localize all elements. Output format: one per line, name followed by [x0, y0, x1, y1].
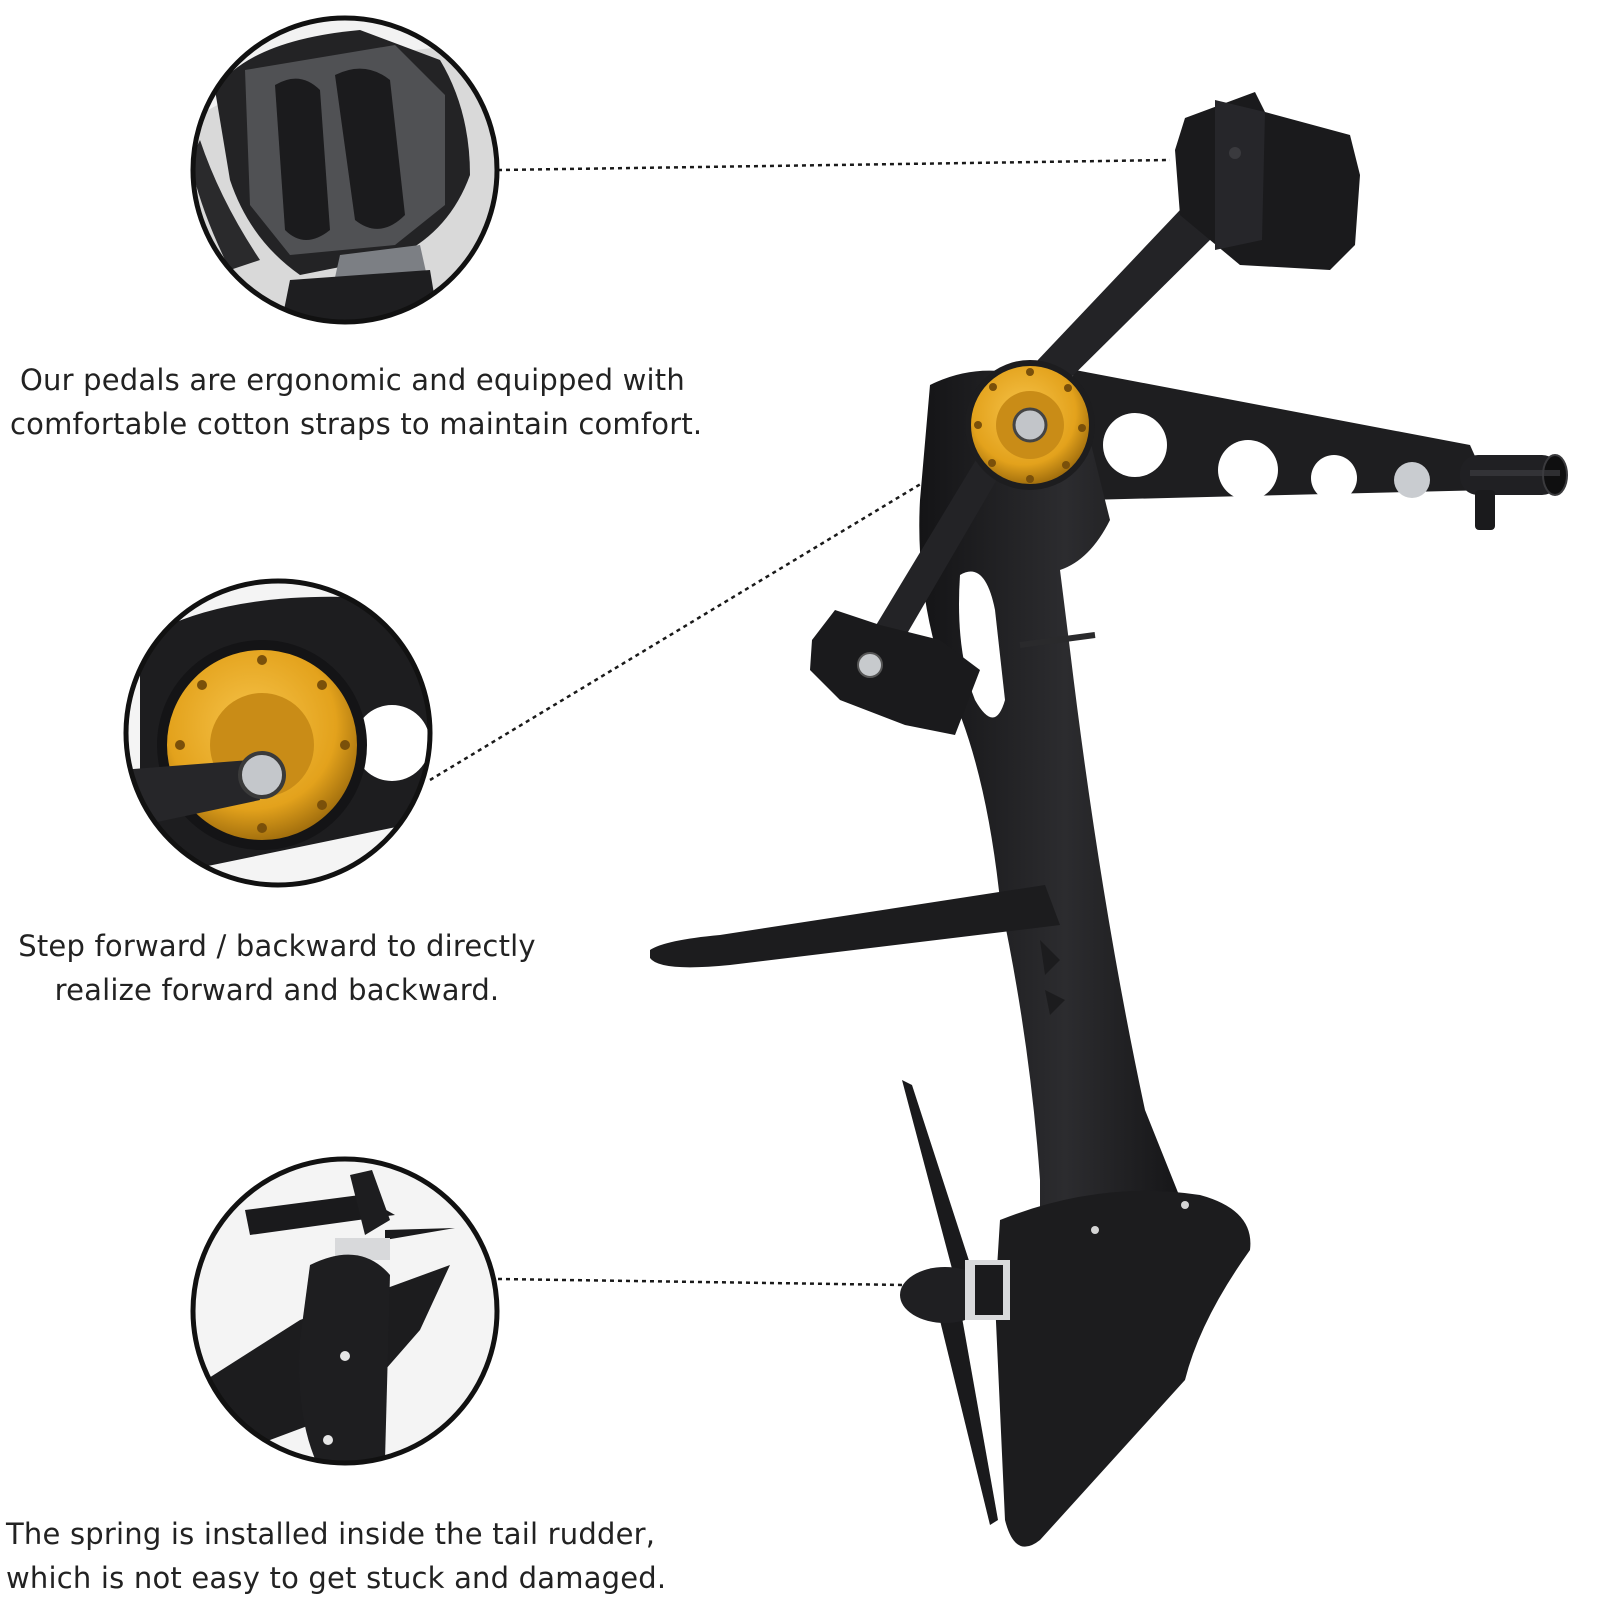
pedal-strap-closeup-icon	[190, 15, 500, 325]
hub-caption-line-2: realize forward and backward.	[54, 973, 500, 1007]
leader-line-pedal	[497, 158, 1171, 172]
pedal-caption: Our pedals are ergonomic and equipped wi…	[10, 358, 702, 446]
hub-caption: Step forward / backward to directly real…	[12, 924, 542, 1012]
rudder-caption-line-2: which is not easy to get stuck and damag…	[6, 1561, 667, 1595]
rudder-caption-line-1: The spring is installed inside the tail …	[6, 1517, 656, 1551]
tail-rudder	[995, 1190, 1251, 1547]
kayak-pedal-drive-icon	[650, 92, 1568, 1547]
gold-crank-hub	[965, 360, 1095, 490]
crank-arm-lower	[855, 420, 1020, 680]
hub-caption-line-1: Step forward / backward to directly	[18, 929, 536, 963]
pedal-caption-line-2: comfortable cotton straps to maintain co…	[10, 407, 703, 441]
pedal-lower	[810, 610, 980, 735]
propeller	[900, 1080, 1010, 1525]
gold-crank-hub-closeup-icon	[123, 578, 433, 888]
tail-rudder-spring-closeup-icon	[190, 1156, 500, 1466]
rudder-caption: The spring is installed inside the tail …	[6, 1512, 666, 1600]
pedal-caption-line-1: Our pedals are ergonomic and equipped wi…	[20, 363, 685, 397]
mount-arm	[1040, 370, 1568, 530]
pedal-upper	[1175, 92, 1360, 270]
stabilizer-fin	[650, 885, 1060, 968]
